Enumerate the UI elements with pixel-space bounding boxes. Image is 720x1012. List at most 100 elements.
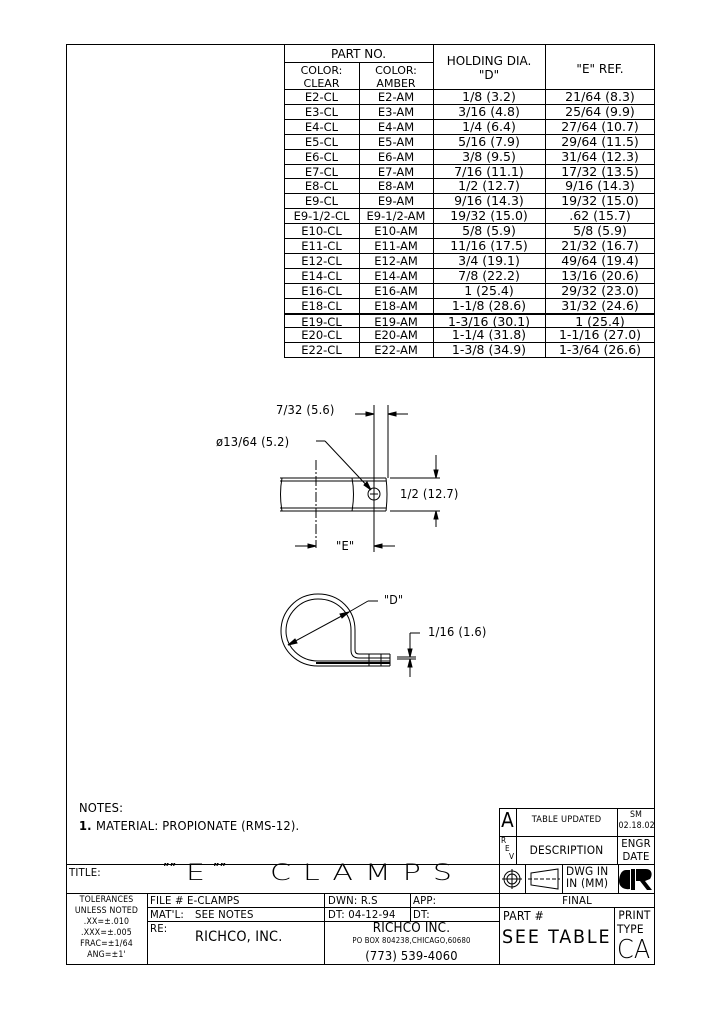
title-divider (499, 907, 655, 908)
title-divider (147, 893, 148, 965)
e-ref-cell: 31/64 (12.3) (561, 148, 639, 164)
e-ref-cell: 25/64 (9.9) (565, 103, 635, 119)
holding-dia-cell: 7/8 (22.2) (458, 267, 520, 283)
e-ref-cell: 13/16 (20.6) (561, 267, 639, 283)
e-ref-cell: 21/32 (16.7) (561, 238, 639, 253)
part-label: PART # (503, 909, 544, 923)
file-value: E-CLAMPS (187, 894, 240, 907)
e-ref-cell: 27/64 (10.7) (561, 118, 639, 134)
rev-border (499, 808, 500, 965)
title-divider (324, 893, 325, 965)
part-clear-cell: E22-CL (301, 343, 342, 358)
e-ref-cell: 1-3/64 (26.6) (558, 342, 642, 358)
tolerance-line: ANG=±1' (87, 950, 126, 960)
header-color-amber-1: COLOR: (375, 64, 417, 77)
dim-d: "D" (384, 593, 404, 607)
dwg-units-2: IN (MM) (566, 876, 609, 890)
part-clear-cell: E3-CL (304, 104, 339, 119)
holding-dia-cell: 1-3/8 (34.9) (451, 342, 527, 358)
dim-edge-to-hole: 7/32 (5.6) (276, 402, 335, 417)
tolerance-line: .XX=±.010 (83, 917, 130, 927)
part-clear-cell: E4-CL (304, 119, 339, 134)
part-clear-cell: E9-1/2-CL (293, 209, 350, 224)
part-clear-cell: E19-CL (301, 314, 342, 329)
header-e-ref: "E" REF. (576, 62, 624, 76)
title-divider (147, 921, 499, 922)
dwg-units-1: DWG IN (566, 864, 609, 878)
re-value: RICHCO, INC. (195, 929, 283, 945)
re-label: RE: (150, 922, 168, 935)
part-clear-cell: E11-CL (301, 239, 342, 253)
drawn-date: DT: 04-12-94 (328, 908, 396, 921)
title-quote-open: ”” (163, 862, 177, 873)
note-number: 1. (79, 818, 92, 833)
date-label: DATE (622, 850, 650, 863)
drawn-by: DWN: R.S (328, 894, 378, 907)
part-clear-cell: E18-CL (301, 298, 342, 313)
title-divider (618, 864, 619, 893)
part-amber-cell: E6-AM (377, 149, 415, 164)
title-border (66, 893, 655, 894)
company-phone: (773) 539-4060 (365, 948, 458, 963)
part-amber-cell: E5-AM (377, 134, 415, 149)
header-color-amber-2: AMBER (376, 77, 416, 90)
part-value: SEE TABLE (502, 926, 612, 948)
title-divider (614, 907, 615, 965)
holding-dia-cell: 5/16 (7.9) (458, 133, 520, 149)
e-ref-cell: 49/64 (19.4) (561, 252, 639, 268)
tolerance-line: TOLERANCES (79, 895, 134, 905)
e-ref-cell: 1-1/16 (27.0) (558, 327, 642, 343)
part-amber-cell: E2-AM (377, 90, 415, 104)
part-amber-cell: E14-AM (374, 268, 418, 283)
holding-dia-cell: 7/16 (11.1) (454, 163, 524, 179)
table-border (284, 44, 285, 358)
table-row: E11-CL E11-AM 11/16 (17.5) 21/32 (16.7) (284, 238, 655, 253)
title-e: E (186, 859, 209, 886)
part-amber-cell: E4-AM (377, 119, 415, 134)
rev-letter: A (501, 808, 514, 832)
e-ref-cell: 17/32 (13.5) (561, 163, 639, 179)
rev-label-r: R (501, 836, 507, 845)
table-divider (433, 44, 434, 358)
part-amber-cell: E22-AM (374, 343, 418, 358)
part-clear-cell: E16-CL (301, 283, 342, 298)
approved-date: DT: (413, 908, 430, 921)
rev-divider (499, 836, 655, 837)
part-clear-cell: E10-CL (301, 224, 342, 239)
parts-table: PART NO. COLOR: CLEAR COLOR: AMBER HOLDI… (284, 44, 655, 358)
table-divider (359, 62, 360, 358)
part-amber-cell: E11-AM (374, 239, 418, 253)
e-ref-cell: 1 (25.4) (575, 313, 625, 329)
part-amber-cell: E7-AM (377, 164, 415, 179)
dim-width: 1/2 (12.7) (400, 486, 459, 501)
rev-label-e: E (505, 844, 510, 853)
dim-thickness: 1/16 (1.6) (428, 624, 487, 639)
part-amber-cell: E16-AM (374, 283, 418, 298)
e-ref-cell: 29/64 (11.5) (561, 133, 639, 149)
holding-dia-cell: 1-3/16 (30.1) (447, 313, 531, 329)
e-ref-cell: 29/32 (23.0) (561, 282, 639, 298)
approved-by: APP: (413, 894, 437, 907)
holding-dia-cell: 5/8 (5.9) (462, 223, 516, 239)
title-divider (147, 907, 499, 908)
holding-dia-cell: 19/32 (15.0) (450, 208, 528, 224)
file-label: FILE # (150, 894, 184, 907)
print-type-value: CA (617, 935, 651, 965)
e-ref-cell: 5/8 (5.9) (573, 223, 627, 239)
engr-label: ENGR (621, 837, 651, 850)
holding-dia-cell: 11/16 (17.5) (450, 238, 528, 253)
holding-dia-cell: 3/4 (19.1) (458, 252, 520, 268)
title-divider (410, 893, 411, 921)
table-row: E22-CL E22-AM 1-3/8 (34.9) 1-3/64 (26.6) (284, 342, 655, 357)
rev-divider (617, 808, 618, 864)
part-clear-cell: E2-CL (304, 90, 339, 104)
